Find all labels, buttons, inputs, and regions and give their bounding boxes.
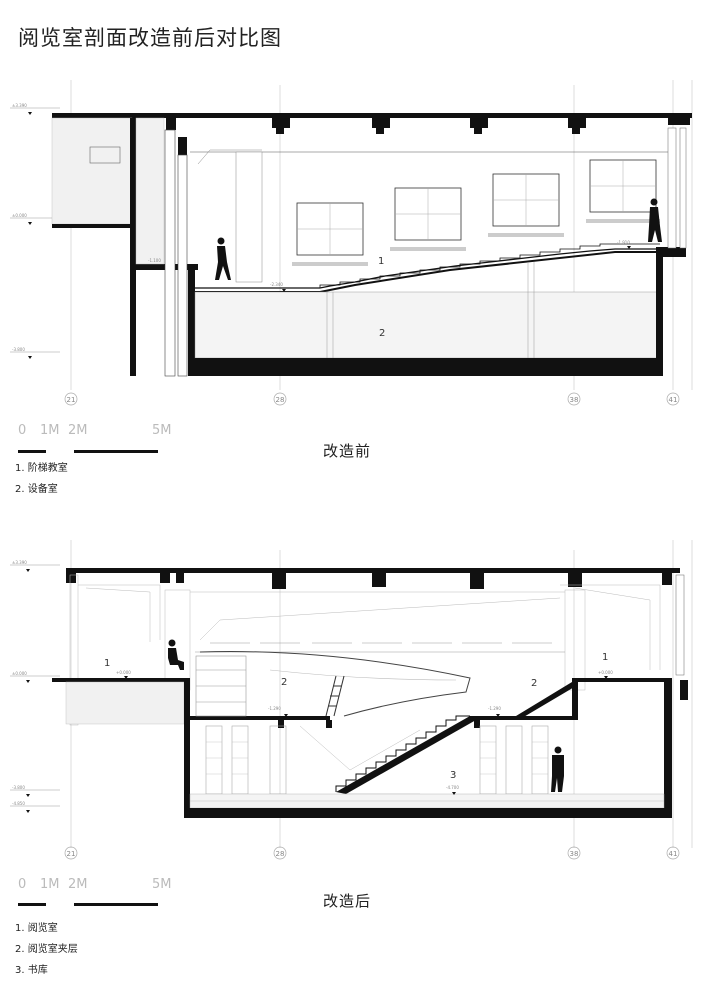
svg-text:±3.390: ±3.390: [12, 103, 27, 108]
svg-text:-3.800: -3.800: [12, 347, 25, 352]
section-before: ±3.390 ±0.000 -3.800 -1.100 -2.340 -1.91…: [10, 80, 693, 406]
svg-text:-4.850: -4.850: [12, 801, 25, 806]
section-after: ±3.390 ±0.000 -3.800 -4.850 +0.000 -1.29…: [10, 540, 693, 860]
svg-text:±3.390: ±3.390: [12, 560, 27, 565]
legend-item: 1. 阶梯教室: [15, 463, 68, 474]
caption-after: 改造后: [323, 892, 372, 910]
svg-text:-1.910: -1.910: [617, 240, 630, 245]
svg-text:-1.290: -1.290: [268, 706, 281, 711]
room-number-2: 2: [531, 678, 537, 689]
axis-label-41: 41: [669, 850, 678, 858]
axis-label-38: 38: [570, 850, 579, 858]
axis-label-28: 28: [276, 850, 285, 858]
svg-text:-4.700: -4.700: [446, 785, 459, 790]
room-number-1: 1: [378, 256, 384, 267]
person-silhouette-icon: [168, 639, 564, 792]
scale-bar: [18, 903, 158, 906]
room-number-1: 1: [104, 658, 110, 669]
axis-label-28: 28: [276, 396, 285, 404]
svg-text:±0.000: ±0.000: [12, 671, 27, 676]
scale-bar: [18, 450, 158, 453]
svg-text:±0.000: ±0.000: [12, 213, 27, 218]
svg-text:-3.800: -3.800: [12, 785, 25, 790]
page-title: 阅览室剖面改造前后对比图: [18, 26, 282, 50]
room-number-3: 3: [450, 770, 456, 781]
legend-item: 2. 设备室: [15, 484, 58, 495]
legend-before: 1. 阶梯教室 2. 设备室: [15, 458, 68, 500]
legend-item: 3. 书库: [15, 965, 48, 976]
room-number-1: 1: [602, 652, 608, 663]
svg-text:-1.100: -1.100: [148, 258, 161, 263]
axis-label-38: 38: [570, 396, 579, 404]
svg-text:-1.290: -1.290: [488, 706, 501, 711]
legend-after: 1. 阅览室 2. 阅览室夹层 3. 书库: [15, 918, 78, 981]
svg-text:+0.000: +0.000: [598, 670, 613, 675]
svg-text:-2.340: -2.340: [270, 282, 283, 287]
legend-item: 2. 阅览室夹层: [15, 944, 78, 955]
caption-before: 改造前: [323, 442, 372, 460]
axis-label-21: 21: [67, 396, 76, 404]
legend-item: 1. 阅览室: [15, 923, 58, 934]
person-silhouette-icon: [215, 198, 662, 280]
axis-label-21: 21: [67, 850, 76, 858]
svg-text:+0.000: +0.000: [116, 670, 131, 675]
room-number-2: 2: [281, 677, 287, 688]
room-number-2: 2: [379, 328, 385, 339]
axis-label-41: 41: [669, 396, 678, 404]
